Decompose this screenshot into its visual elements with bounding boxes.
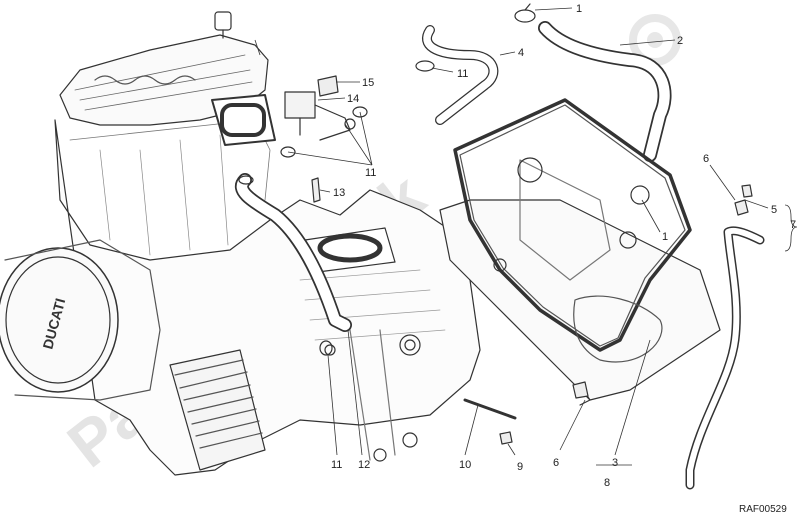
callout-14: 14 <box>347 93 359 105</box>
callout-11-bottom: 11 <box>331 459 342 471</box>
breather-hose-7 <box>685 226 765 490</box>
callout-6-bottom: 6 <box>553 457 559 469</box>
reference-code: RAF00529 <box>739 504 787 515</box>
callout-12: 12 <box>358 459 370 471</box>
callout-1-right: 1 <box>662 231 668 243</box>
hose-clamp-1 <box>514 9 536 23</box>
callout-2: 2 <box>677 35 683 47</box>
rubber-cap-15 <box>317 75 339 97</box>
breather-valve-14 <box>284 91 356 141</box>
callout-7: 7 <box>790 219 796 231</box>
callout-6-right: 6 <box>703 153 709 165</box>
callout-11-middle: 11 <box>365 167 376 179</box>
callout-numbers: 1 2 4 11 15 14 11 13 1 6 5 7 3 8 6 9 10 … <box>331 3 796 489</box>
callout-1-top: 1 <box>576 3 582 15</box>
callout-8: 8 <box>604 477 610 489</box>
callout-13: 13 <box>333 187 345 199</box>
bolt-13 <box>311 177 321 203</box>
callout-5: 5 <box>771 204 777 216</box>
callout-11-top: 11 <box>457 68 468 80</box>
breather-tank <box>439 98 721 406</box>
callout-9: 9 <box>517 461 523 473</box>
callout-4: 4 <box>518 47 524 59</box>
rod-10 <box>463 398 517 420</box>
callout-15: 15 <box>362 77 374 89</box>
leader-lines <box>254 7 798 466</box>
hose-clamp-11 <box>415 60 435 72</box>
callout-3: 3 <box>612 457 618 469</box>
engine-block <box>0 11 481 476</box>
oil-cooler <box>169 349 266 471</box>
callout-10: 10 <box>459 459 471 471</box>
